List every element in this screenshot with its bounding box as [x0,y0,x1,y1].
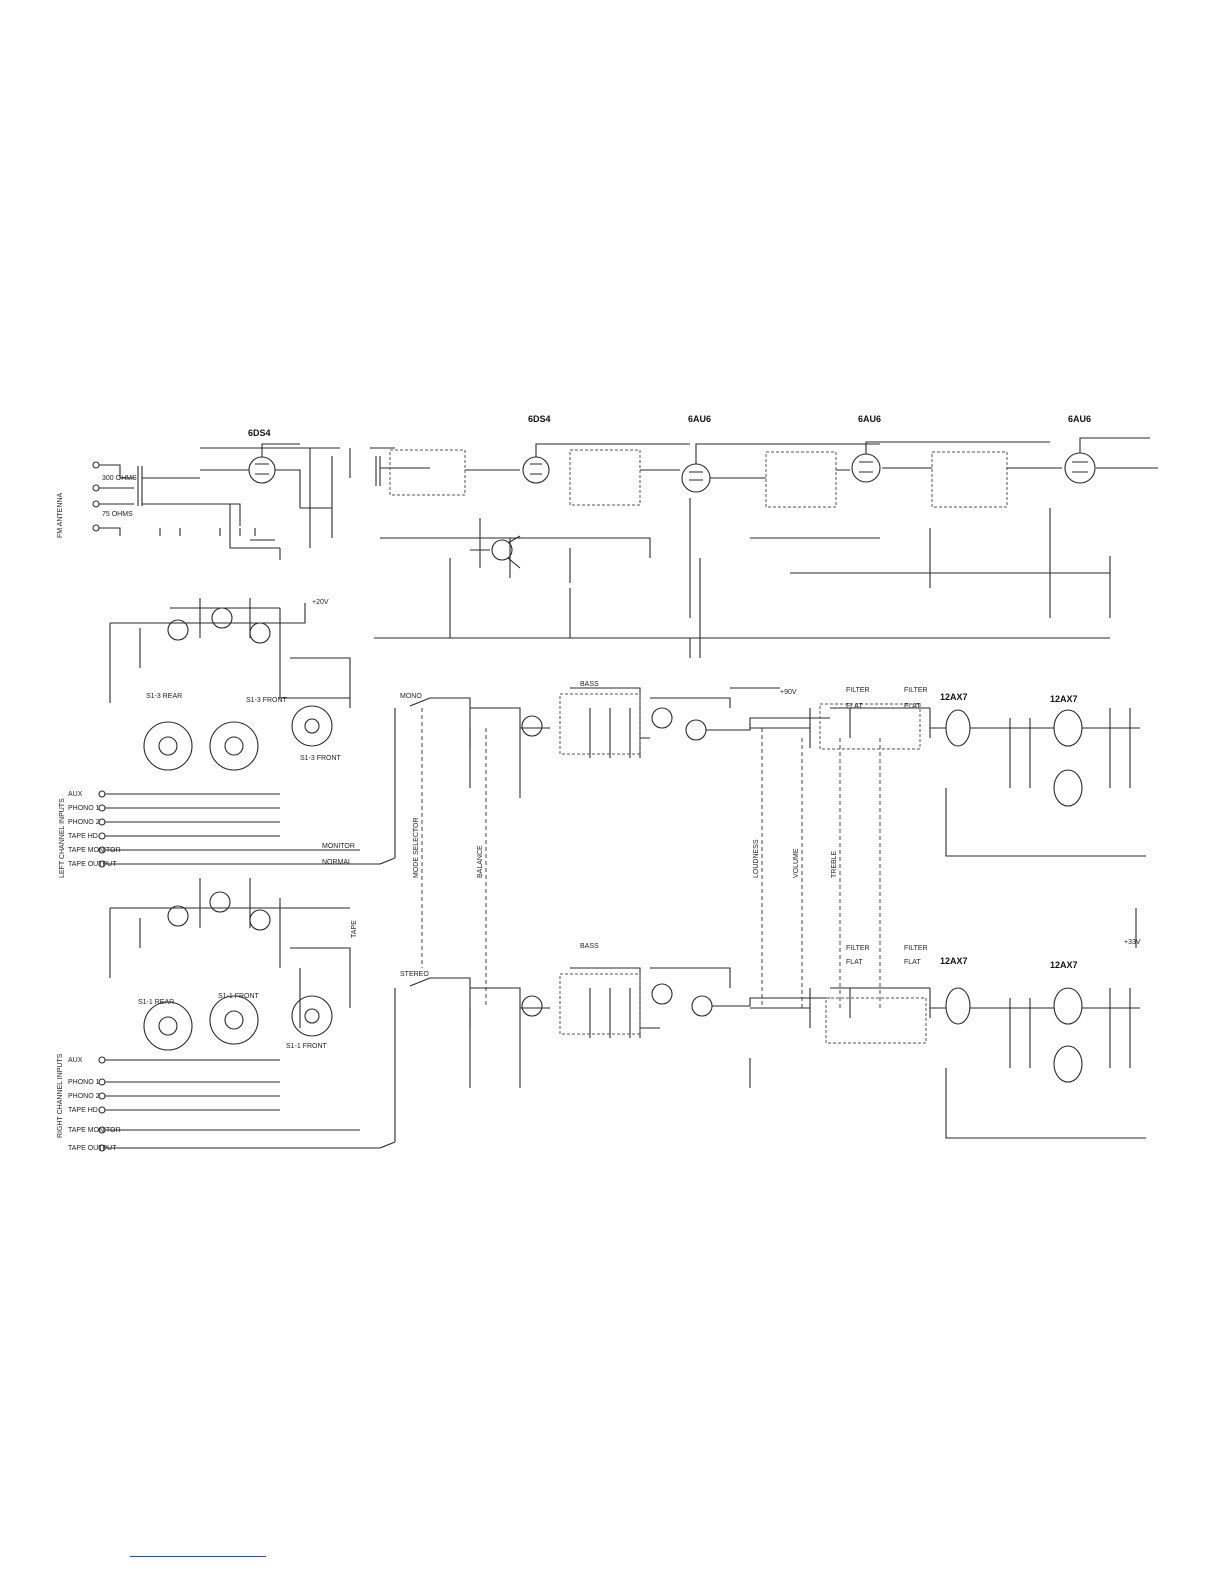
balance-label: BALANCE [477,845,484,878]
mode-selector-label: MODE SELECTOR [413,817,420,878]
transistor-q-left [249,622,271,644]
schematic-diagram: FM ANTENNA 300 OHMS 75 OHMS 6DS4 6DS4 6A… [50,408,1158,1160]
flat-label: FLAT [904,959,921,966]
monitor-label: MONITOR [322,843,355,850]
selector-switch-left: S1-3 REAR S1-3 FRONT S1-3 FRONT [143,693,342,771]
tube-v11: 12AX7 [940,956,971,1025]
filter-network [825,997,927,1044]
right-input-jacks: RIGHT CHANNEL INPUTS AUX PHONO 1 PHONO 2… [57,1053,380,1152]
tube-v5: 6AU6 [1064,414,1150,484]
tube-v4-label: 6AU6 [858,414,881,424]
right-inputs-title: RIGHT CHANNEL INPUTS [57,1053,64,1138]
tube-v10: 12AX7 [940,692,971,747]
bass-label: BASS [580,681,599,688]
loudness-label: LOUDNESS [753,839,760,878]
transistor-tone [521,715,543,737]
left-input-jacks: LEFT CHANNEL INPUTS AUX PHONO 1 PHONO 2 … [59,790,380,878]
treble-label: TREBLE [831,850,838,878]
tube-v5-label: 6AU6 [1068,414,1091,424]
transistor-q-right [209,891,231,913]
flat-label: FLAT [846,703,863,710]
antenna-75-label: 75 OHMS [102,511,133,518]
tube-v10-label: 12AX7 [940,692,968,702]
tube-v3-label: 6AU6 [688,414,711,424]
antenna-terminal [92,484,100,492]
tone-network [559,693,641,755]
input-jack-label: PHONO 2 [68,819,100,826]
input-jack-label: PHONO 1 [68,1079,100,1086]
input-jack-label: TAPE HD [68,833,98,840]
input-jack-label: TAPE OUTPUT [68,861,117,868]
switch-label: S1-3 FRONT [300,755,342,762]
transistor-tone [521,995,543,1017]
antenna-terminal [92,461,100,469]
tape-label: TAPE [351,920,358,938]
input-jack-label: TAPE MONITOR [68,1127,121,1134]
transistor-q1 [491,539,513,561]
flat-label: FLAT [904,703,921,710]
antenna-terminal [92,500,100,508]
tube-v11-label: 12AX7 [940,956,968,966]
switch-label: S1-3 REAR [146,693,182,700]
transistor-q-left [211,607,233,629]
switch-label: S1-3 FRONT [246,697,288,704]
transistor-tone [651,707,673,729]
if-transformer [931,451,1008,508]
filter-label: FILTER [904,945,928,952]
tube-v2: 6DS4 [522,414,690,484]
antenna-terminal [92,524,100,532]
transistor-q-right [249,909,271,931]
filter-label: FILTER [904,687,928,694]
tube-v13-label: 12AX7 [1050,960,1078,970]
supply-label: +33V [1124,939,1141,946]
antenna-section: FM ANTENNA 300 OHMS 75 OHMS [57,461,241,538]
if-transformer [569,449,641,506]
if-transformer [389,449,466,496]
transistor-q-right [167,905,189,927]
filter-label: FILTER [846,687,870,694]
if-transformer [765,451,837,508]
normal-label: NORMAL [322,859,352,866]
mono-label: MONO [400,693,422,700]
flat-label: FLAT [846,959,863,966]
input-jack-label: TAPE HD [68,1107,98,1114]
input-jack-label: TAPE MONITOR [68,847,121,854]
supply-label: +20V [312,599,329,606]
filter-network [819,703,921,750]
input-jack-label: AUX [68,791,83,798]
tube-v1-label: 6DS4 [248,428,271,438]
supply-label: +90V [780,689,797,696]
tone-network [559,973,641,1035]
transistor-q-left [167,619,189,641]
bass-label: BASS [580,943,599,950]
switch-label: S1-1 REAR [138,999,174,1006]
tube-v13: 12AX7 [1050,960,1083,1083]
volume-label: VOLUME [793,848,800,878]
selector-switch-right: S1-1 REAR S1-1 FRONT S1-1 FRONT [138,993,333,1051]
antenna-title: FM ANTENNA [57,493,64,538]
input-jack-label: AUX [68,1057,83,1064]
tube-v1: 6DS4 [248,428,300,484]
left-inputs-title: LEFT CHANNEL INPUTS [59,798,66,878]
input-jack-label: TAPE OUTPUT [68,1145,117,1152]
stereo-label: STEREO [400,971,429,978]
switch-label: S1-1 FRONT [286,1043,328,1050]
footnote-rule [130,1556,266,1557]
tube-v4: 6AU6 [851,414,1050,483]
input-jack-label: PHONO 2 [68,1093,100,1100]
transistor-tone [685,719,707,741]
tube-v12-label: 12AX7 [1050,694,1078,704]
tube-v2-label: 6DS4 [528,414,551,424]
switch-label: S1-1 FRONT [218,993,260,1000]
input-jack-label: PHONO 1 [68,805,100,812]
tube-v12: 12AX7 [1050,694,1083,807]
filter-label: FILTER [846,945,870,952]
tube-v3: 6AU6 [681,414,880,493]
transistor-tone [691,995,713,1017]
transistor-tone [651,983,673,1005]
